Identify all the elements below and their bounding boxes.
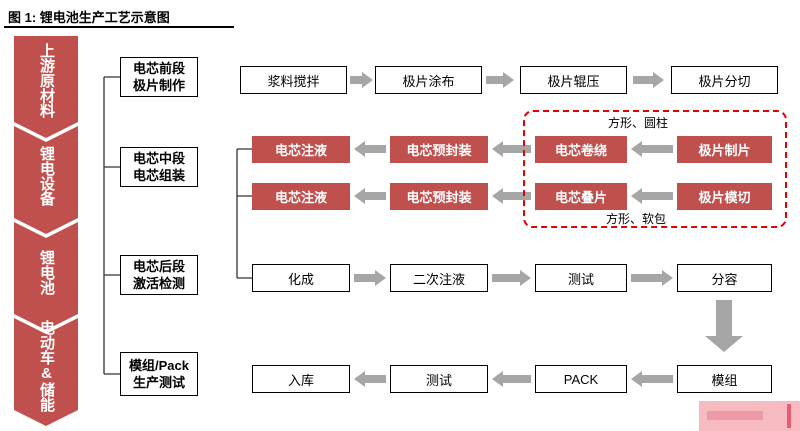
dashed-highlight-region bbox=[523, 110, 787, 228]
arrow-left-icon bbox=[631, 371, 673, 387]
flow-step-coating: 极片涂布 bbox=[375, 66, 482, 94]
flow-step-die-cutting: 极片模切 bbox=[677, 183, 772, 210]
watermark-text-blur bbox=[707, 411, 763, 420]
stage-label-line1: 电芯前段 bbox=[132, 61, 185, 76]
flow-step-presealing-winding: 电芯预封装 bbox=[390, 136, 488, 163]
flow-step-injection-stacking: 电芯注液 bbox=[252, 183, 350, 210]
flow-step-warehousing: 入库 bbox=[252, 365, 350, 393]
arrow-left-icon bbox=[492, 141, 531, 157]
arrow-left-icon bbox=[631, 141, 673, 157]
arrow-right-icon bbox=[354, 270, 386, 286]
stage-label-line2: 极片制作 bbox=[132, 78, 185, 93]
chevron-shape-4 bbox=[14, 318, 78, 426]
stage-box-module-pack: 模组/Pack 生产测试 bbox=[120, 352, 198, 396]
arrow-right-icon bbox=[633, 72, 664, 88]
arrow-left-icon bbox=[354, 141, 386, 157]
stage-label-line1: 电芯中段 bbox=[132, 151, 185, 166]
watermark-stamp-bar bbox=[787, 404, 791, 428]
chevron-shape-3 bbox=[14, 222, 78, 330]
flow-step-pack-testing: 测试 bbox=[390, 365, 488, 393]
flow-step-capacity-grading: 分容 bbox=[677, 264, 772, 292]
flow-step-stacking: 电芯叠片 bbox=[535, 183, 627, 210]
flow-step-module: 模组 bbox=[677, 365, 772, 393]
stage-box-assembly: 电芯中段 电芯组装 bbox=[120, 147, 198, 187]
stage-label-line2: 激活检测 bbox=[132, 276, 185, 291]
sidebar-segment-ev-storage: 电动车&储能 bbox=[38, 320, 55, 412]
arrow-right-icon bbox=[631, 270, 673, 286]
flow-step-injection-winding: 电芯注液 bbox=[252, 136, 350, 163]
arrow-right-icon bbox=[492, 270, 531, 286]
stage-label-line2: 电芯组装 bbox=[132, 168, 185, 183]
stage-connector-lines bbox=[103, 76, 120, 375]
stage-label-line2: 生产测试 bbox=[132, 375, 185, 390]
stage-label-line1: 模组/Pack bbox=[129, 358, 189, 373]
arrow-left-icon bbox=[492, 188, 531, 204]
flow-step-pack: PACK bbox=[535, 365, 627, 393]
flow-step-second-injection: 二次注液 bbox=[390, 264, 488, 292]
stage-label-line1: 电芯后段 bbox=[132, 259, 185, 274]
sidebar-segment-lithium-battery: 锂电池 bbox=[38, 250, 55, 295]
flow-step-winding: 电芯卷绕 bbox=[535, 136, 627, 163]
arrow-left-icon bbox=[492, 371, 531, 387]
sidebar-segment-battery-equipment: 锂电设备 bbox=[38, 146, 55, 206]
flow-step-formation: 化成 bbox=[252, 264, 350, 292]
arrow-right-icon bbox=[486, 72, 514, 88]
merge-connector-lines bbox=[236, 148, 252, 279]
arrow-down-icon bbox=[705, 300, 743, 352]
figure-title: 图 1: 锂电池生产工艺示意图 bbox=[8, 10, 170, 25]
flow-step-sheet-making: 极片制片 bbox=[677, 136, 772, 163]
flow-step-presealing-stacking: 电芯预封装 bbox=[390, 183, 488, 210]
annotation-square-pouch: 方形、软包 bbox=[606, 212, 667, 226]
stage-box-electrode: 电芯前段 极片制作 bbox=[120, 57, 198, 97]
annotation-square-cylinder: 方形、圆柱 bbox=[608, 116, 669, 130]
chevron-shape-2 bbox=[14, 126, 78, 234]
flow-step-testing: 测试 bbox=[535, 264, 627, 292]
chevron-shape-1 bbox=[14, 36, 78, 138]
sidebar-segment-upstream-materials: 上游原材料 bbox=[38, 43, 55, 118]
title-underline bbox=[4, 26, 234, 28]
stage-box-activation: 电芯后段 激活检测 bbox=[120, 255, 198, 295]
watermark bbox=[699, 401, 800, 431]
arrow-left-icon bbox=[354, 371, 386, 387]
flow-step-roll-pressing: 极片辊压 bbox=[520, 66, 627, 94]
arrow-left-icon bbox=[631, 188, 673, 204]
arrow-left-icon bbox=[354, 188, 386, 204]
arrow-right-icon bbox=[350, 72, 373, 88]
flow-step-slitting: 极片分切 bbox=[671, 66, 778, 94]
flow-step-slurry-mixing: 浆料搅拌 bbox=[240, 66, 347, 94]
